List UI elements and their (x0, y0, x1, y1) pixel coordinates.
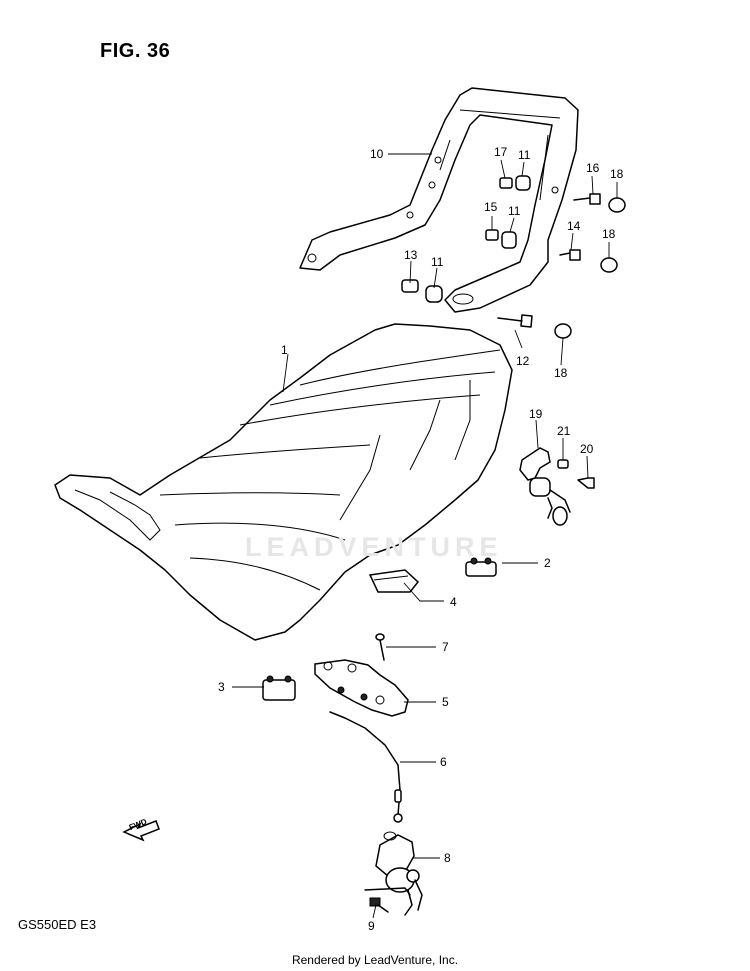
render-credit: Rendered by LeadVenture, Inc. (291, 953, 459, 967)
callout-18-bottom: 18 (554, 366, 568, 380)
bolt-part (369, 897, 389, 913)
model-code: GS550ED E3 (18, 917, 97, 932)
callout-20: 20 (580, 442, 594, 456)
callout-8: 8 (444, 851, 451, 865)
callout-11-top: 11 (518, 148, 531, 162)
callout-7: 7 (442, 640, 449, 654)
screw-part (375, 633, 385, 661)
callout-14: 14 (567, 219, 581, 233)
callout-10: 10 (370, 147, 384, 161)
pad-part (368, 569, 420, 593)
seat-lock-part (519, 447, 595, 526)
callout-6: 6 (440, 755, 447, 769)
hinge-bracket-part (314, 659, 409, 717)
cable-guide-part (465, 557, 497, 577)
callout-13: 13 (404, 248, 418, 262)
callout-4: 4 (450, 595, 457, 609)
cable-guide-small-part (262, 675, 296, 701)
callout-18-top: 18 (610, 167, 624, 181)
callout-11-middle: 11 (508, 204, 521, 218)
callout-1: 1 (281, 343, 288, 357)
callout-2: 2 (544, 556, 551, 570)
callout-12: 12 (516, 354, 530, 368)
callout-16: 16 (586, 161, 600, 175)
callout-17: 17 (494, 145, 508, 159)
callout-15: 15 (484, 200, 498, 214)
fwd-arrow-icon (122, 820, 160, 842)
leader-lines (232, 153, 618, 919)
seat-cable-part (329, 711, 403, 823)
callout-11-bottom: 11 (431, 255, 444, 269)
callout-19: 19 (529, 407, 543, 421)
callout-5: 5 (442, 695, 449, 709)
callout-9: 9 (368, 919, 375, 933)
lock-assembly-part (364, 831, 423, 916)
figure-title: FIG. 36 (100, 40, 171, 62)
seat-part (54, 323, 513, 641)
callout-21: 21 (557, 424, 571, 438)
callout-3: 3 (218, 680, 225, 694)
rail-hardware (401, 175, 626, 339)
watermark-text: LEADVENTURE (245, 532, 503, 562)
callout-18-middle: 18 (602, 227, 616, 241)
grab-rail-part (299, 87, 579, 313)
